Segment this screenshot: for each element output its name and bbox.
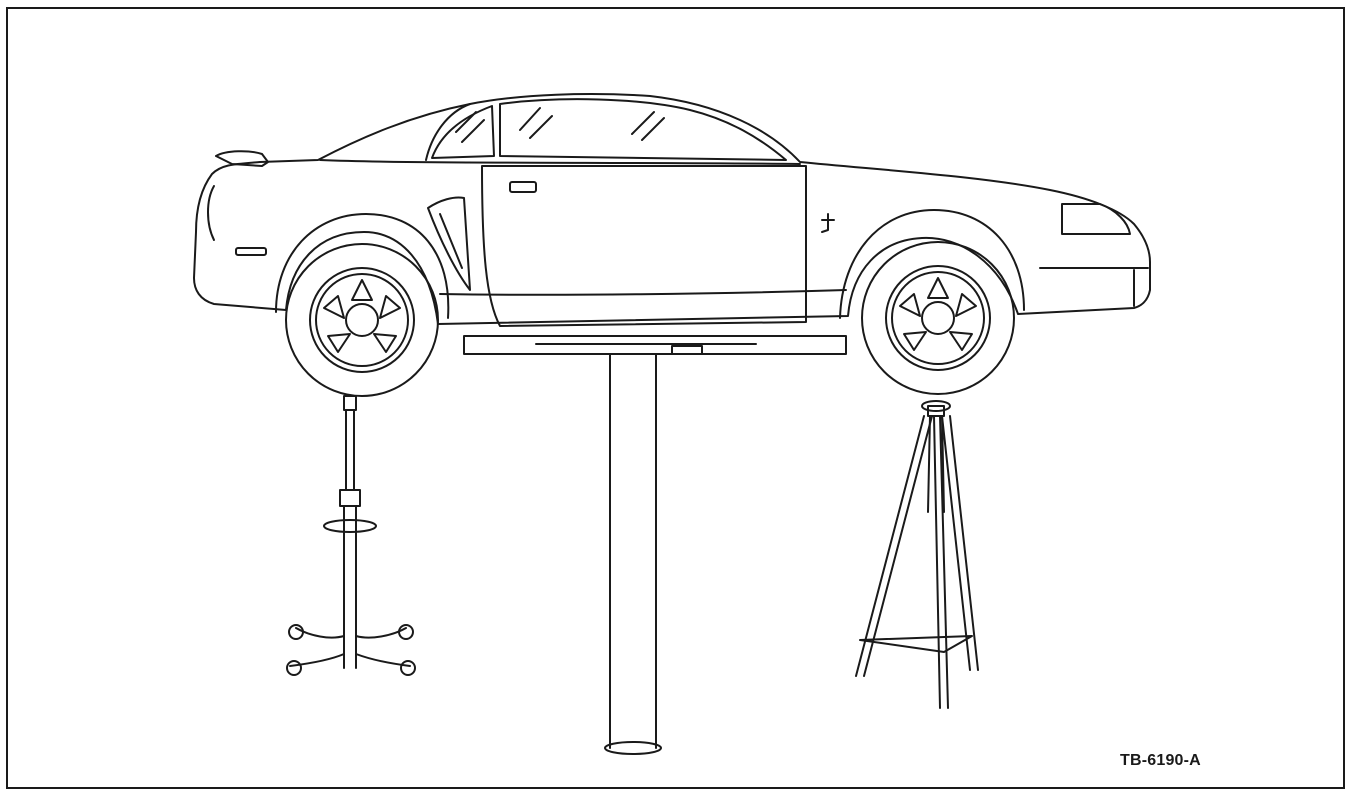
- quarter-window: [431, 105, 495, 159]
- door-window: [499, 98, 787, 161]
- car-body: [193, 93, 1151, 327]
- door-handle: [509, 181, 537, 193]
- rear-side-marker: [235, 247, 267, 256]
- figure-frame: [6, 7, 1345, 789]
- spoiler: [215, 150, 269, 167]
- front-wheel: [861, 241, 1015, 395]
- safety-stand: [855, 400, 979, 709]
- headlamp: [1061, 203, 1131, 235]
- frame-contact-lift: [463, 335, 847, 755]
- side-scoop: [427, 196, 471, 291]
- lift-post-base: [604, 741, 662, 755]
- transmission-jack: [286, 395, 416, 676]
- tail-lamp: [207, 185, 215, 241]
- door: [481, 165, 807, 327]
- rear-wheel: [285, 243, 439, 397]
- pony-emblem: [821, 213, 835, 233]
- figure-id-label: TB-6190-A: [1120, 752, 1201, 769]
